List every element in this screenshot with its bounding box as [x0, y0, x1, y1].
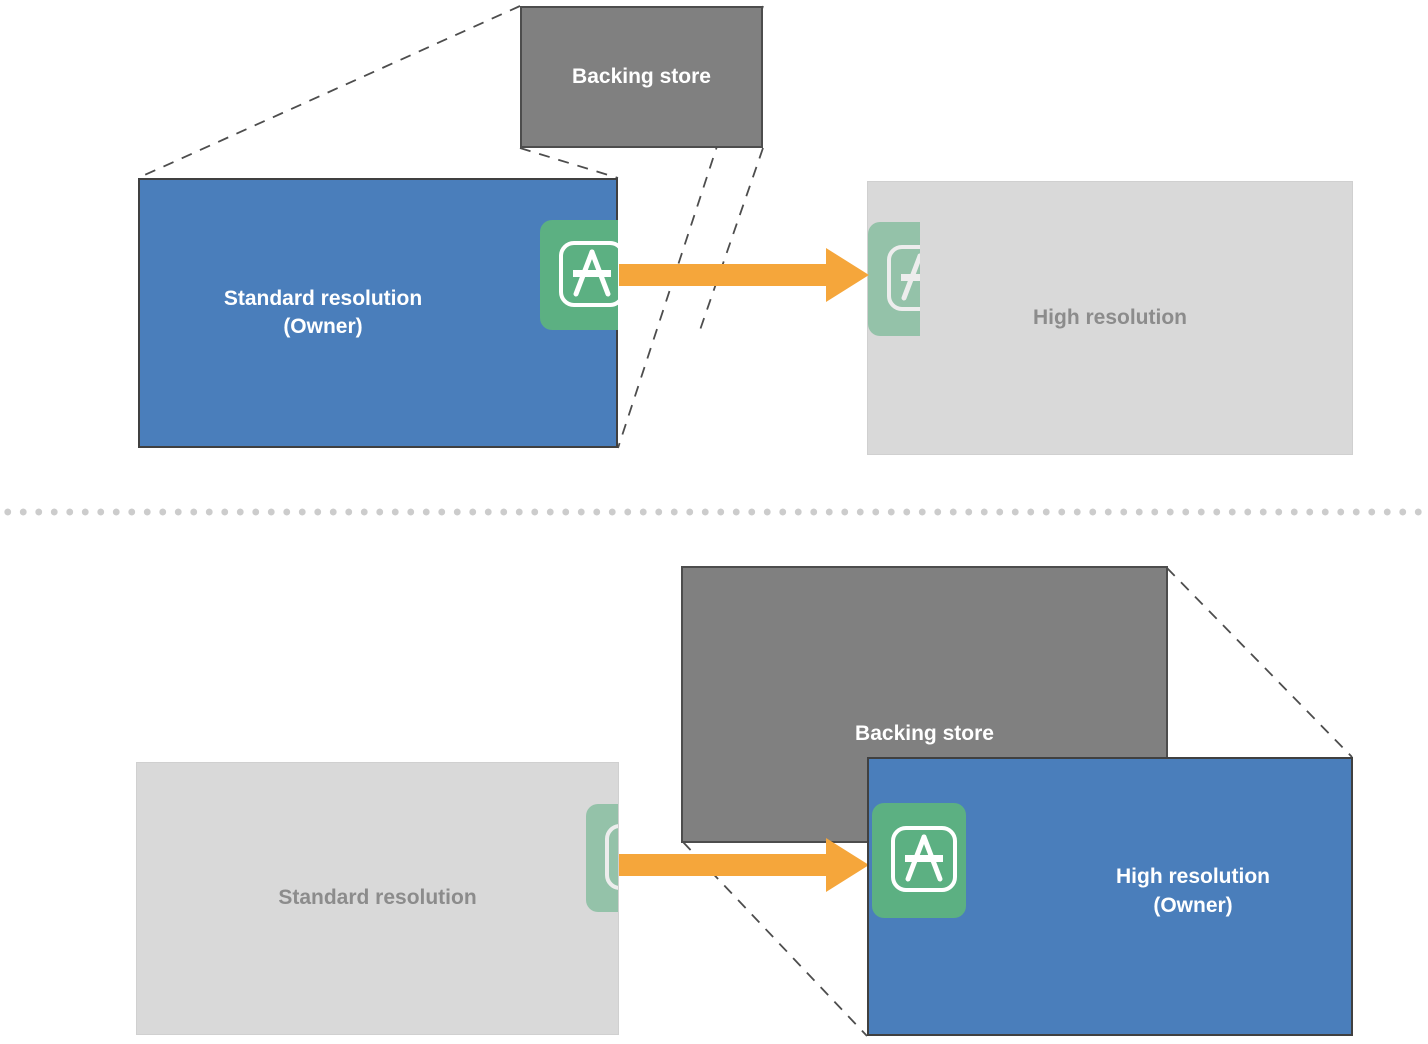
section-divider: [0, 507, 1428, 517]
backing-store-label-top: Backing store: [572, 64, 711, 88]
app-store-icon-standard-res-bottom: [586, 804, 618, 912]
app-store-icon-high-res-top: [868, 222, 920, 336]
backing-store-box-top: Backing store: [520, 6, 763, 148]
high-resolution-label-top: High resolution: [1033, 305, 1187, 329]
dash-line-bottom-right: [699, 147, 764, 331]
standard-resolution-label-bottom: Standard resolution: [278, 886, 477, 910]
dash-line-bottom-panel-bottom-left: [682, 841, 868, 1037]
standard-resolution-box-bottom: Standard resolution: [136, 762, 619, 1035]
standard-resolution-owner-label-top: Standard resolution (Owner): [223, 286, 423, 338]
dash-line-bottom-panel-top-right: [1166, 567, 1353, 758]
app-store-icon-glyph: [887, 245, 920, 311]
app-icon-clip-owner-top: [540, 220, 618, 330]
standard-resolution-owner-box-top: Standard resolution (Owner): [138, 178, 618, 448]
app-store-icon-owner-bottom: [872, 803, 966, 918]
app-icon-clip-standard-res-bottom: [586, 804, 618, 912]
dash-line-top-left: [137, 5, 521, 179]
app-icon-clip-high-res-top: [868, 182, 920, 454]
app-store-icon-glyph: [559, 241, 618, 307]
high-resolution-box-top: High resolution: [867, 181, 1353, 455]
app-store-icon-owner-top: [540, 220, 618, 330]
backing-store-label-bottom: Backing store: [855, 722, 994, 746]
dash-line-bottom-left: [519, 147, 619, 179]
app-store-icon-glyph: [605, 824, 618, 890]
high-resolution-owner-label-bottom: High resolution (Owner): [1116, 865, 1270, 917]
app-store-icon-glyph: [891, 826, 957, 892]
